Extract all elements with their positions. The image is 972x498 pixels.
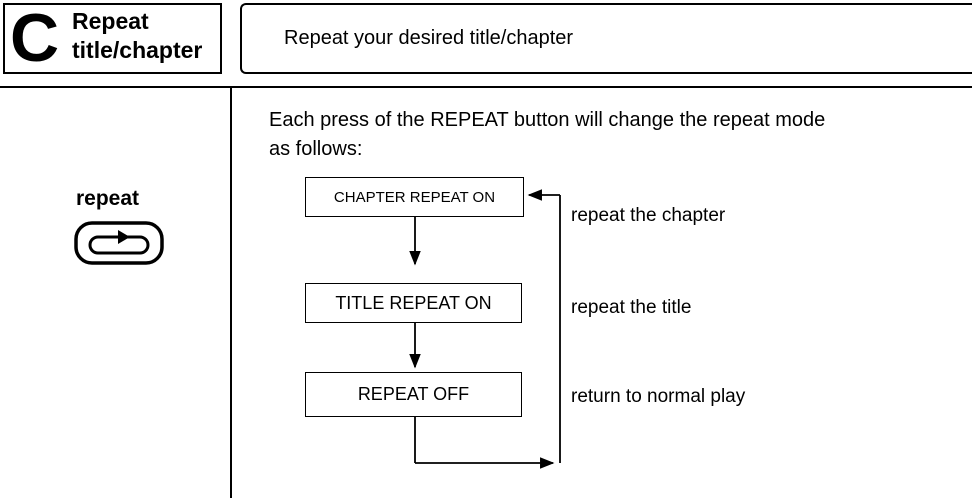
row-divider	[0, 86, 972, 88]
repeat-button-label: repeat	[76, 187, 140, 210]
mode-box-repeat-off: REPEAT OFF	[305, 372, 522, 417]
mode-note-chapter: repeat the chapter	[571, 205, 726, 226]
mode-label: REPEAT OFF	[357, 384, 470, 404]
section-description: Repeat your desired title/chapter	[284, 27, 574, 49]
section-title-line2: title/chapter	[72, 37, 203, 63]
section-title-line1: Repeat	[72, 8, 149, 34]
intro-text-line1: Each press of the REPEAT button will cha…	[269, 109, 826, 131]
mode-note-off: return to normal play	[571, 386, 746, 407]
header-section-box	[3, 3, 222, 74]
mode-label: CHAPTER REPEAT ON	[333, 188, 496, 206]
mode-box-chapter-repeat: CHAPTER REPEAT ON	[305, 177, 524, 217]
repeat-icon	[74, 221, 164, 265]
header-description-box	[240, 3, 972, 74]
mode-box-title-repeat: TITLE REPEAT ON	[305, 283, 522, 323]
column-divider	[230, 86, 232, 498]
mode-note-title: repeat the title	[571, 297, 692, 318]
section-letter: C	[10, 0, 59, 76]
mode-label: TITLE REPEAT ON	[335, 292, 492, 313]
intro-text-line2: as follows:	[269, 138, 363, 160]
